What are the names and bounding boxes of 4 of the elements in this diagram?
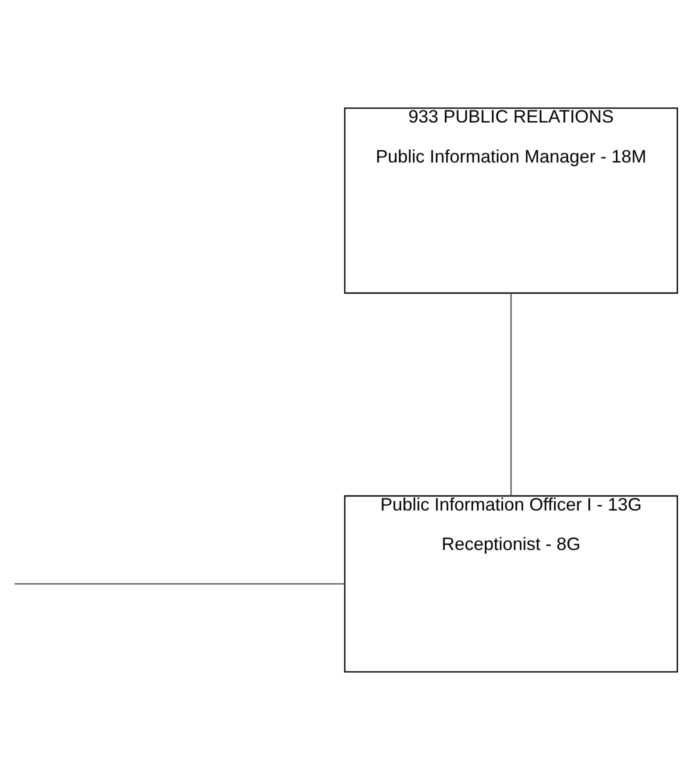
node-box: 933 PUBLIC RELATIONS Public Information Manager - 18M: [344, 107, 678, 294]
connector: [510, 292, 512, 496]
node-box: Public Information Officer I - 13G Receptionist - 8G: [344, 494, 678, 672]
connector: [14, 582, 345, 584]
